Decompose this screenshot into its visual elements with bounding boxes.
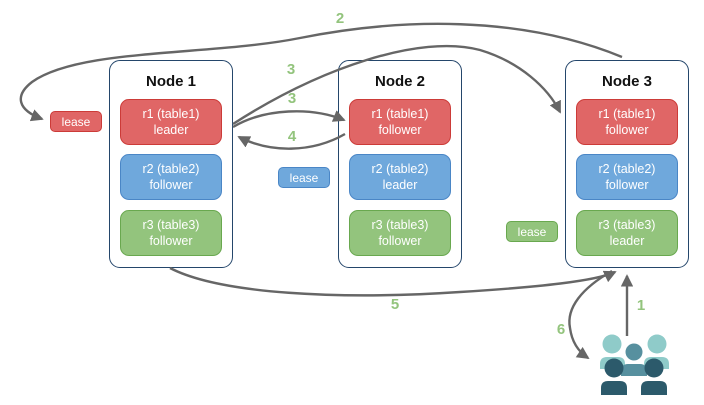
step-label-1: 1 [636, 297, 646, 314]
replica-node2-r2: r2 (table2) leader [349, 154, 451, 200]
replica-role: follower [605, 178, 649, 192]
node-title: Node 1 [145, 73, 196, 90]
replica-node3-r2: r2 (table2) follower [576, 154, 678, 200]
node-3: Node 3 r1 (table1) follower r2 (table2) … [565, 60, 689, 268]
replica-role: leader [153, 123, 189, 137]
node-1: Node 1 r1 (table1) leader r2 (table2) fo… [109, 60, 233, 268]
lease-badge-r1: lease [50, 111, 102, 132]
replica-role: follower [149, 178, 193, 192]
replica-name: r3 (table3) [142, 217, 200, 232]
replica-role: leader [382, 178, 418, 192]
replica-node1-r1: r1 (table1) leader [120, 99, 222, 145]
users-group-icon [600, 334, 669, 395]
step-label-4: 4 [287, 128, 297, 145]
step-label-6: 6 [556, 321, 566, 338]
step-label-3-upper: 3 [286, 61, 296, 78]
arrow-step-3-to-node2 [232, 110, 346, 129]
replica-node1-r3: r3 (table3) follower [120, 210, 222, 256]
arrow-step-5 [169, 266, 617, 297]
replica-role: leader [609, 234, 645, 248]
step-label-5: 5 [390, 296, 400, 313]
replica-node3-r1: r1 (table1) follower [576, 99, 678, 145]
replica-name: r3 (table3) [371, 217, 429, 232]
node-2: Node 2 r1 (table1) follower r2 (table2) … [338, 60, 462, 268]
node-title: Node 3 [601, 73, 652, 90]
replica-name: r3 (table3) [598, 217, 656, 232]
replica-name: r1 (table1) [142, 106, 200, 121]
lease-badge-r2: lease [278, 167, 330, 188]
step-label-2: 2 [335, 10, 345, 27]
replica-role: follower [378, 123, 422, 137]
replica-name: r2 (table2) [598, 161, 656, 176]
replica-name: r2 (table2) [142, 161, 200, 176]
replica-node2-r1: r1 (table1) follower [349, 99, 451, 145]
replica-name: r2 (table2) [371, 161, 429, 176]
lease-badge-r3: lease [506, 221, 558, 242]
replica-node1-r2: r2 (table2) follower [120, 154, 222, 200]
step-label-3-lower: 3 [287, 90, 297, 107]
replica-role: follower [378, 234, 422, 248]
replica-role: follower [149, 234, 193, 248]
replica-name: r1 (table1) [598, 106, 656, 121]
replica-name: r1 (table1) [371, 106, 429, 121]
replica-node3-r3: r3 (table3) leader [576, 210, 678, 256]
node-title: Node 2 [374, 73, 425, 90]
replica-role: follower [605, 123, 649, 137]
replica-node2-r3: r3 (table3) follower [349, 210, 451, 256]
